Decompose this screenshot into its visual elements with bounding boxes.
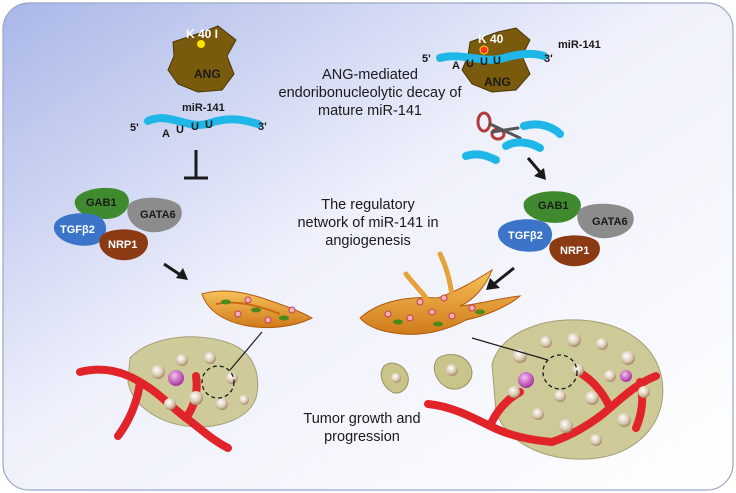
- factor-cluster-right: GAB1 GATA6 TGFβ2 NRP1: [497, 191, 634, 267]
- base-left-2: U: [191, 121, 199, 133]
- ang-label-left: ANG: [194, 67, 221, 81]
- caption-tumor-line-2: progression: [324, 429, 400, 445]
- mirna-bound-right: 5' 3' miR-141 A U U U: [422, 39, 601, 72]
- ang-label-right: ANG: [484, 75, 511, 89]
- base-left-1: U: [176, 124, 184, 136]
- site-label-left: K 40 I: [186, 27, 218, 41]
- caption-tumor: Tumor growth and progression: [262, 410, 462, 446]
- endothelial-cluster-left: [201, 290, 314, 329]
- arrow-right-down: [526, 157, 546, 180]
- zoom-circle-right: [542, 354, 578, 390]
- arrow-right-diag: [486, 266, 515, 290]
- zoom-circle-left: [201, 365, 235, 399]
- scattered-cells-right: [380, 354, 473, 394]
- mirna-intact-left: 5' 3' miR-141 A U U U: [130, 102, 267, 140]
- factor-left-gab1: GAB1: [86, 197, 117, 209]
- base-right-1: U: [466, 58, 474, 70]
- mirna-fragments: [462, 120, 564, 164]
- factor-left-gata6: GATA6: [140, 209, 176, 221]
- three-prime-left: 3': [258, 121, 267, 133]
- scissors-icon: [476, 111, 522, 141]
- arrow-left: [163, 262, 188, 280]
- caption-network-line-1: The regulatory: [321, 197, 415, 213]
- caption-tumor-line-1: Tumor growth and: [303, 411, 421, 427]
- mirna-name-left: miR-141: [182, 102, 225, 114]
- mirna-name-right: miR-141: [558, 39, 601, 51]
- ang-protein-left: K 40 I ANG: [167, 25, 237, 93]
- site-label-right: K 40: [478, 32, 504, 46]
- factor-right-gab1: GAB1: [538, 200, 569, 212]
- tumor-right: [424, 319, 664, 460]
- blood-vessel-right: [424, 370, 660, 446]
- caption-network-line-2: network of miR-141 in: [297, 215, 439, 231]
- base-left-0: A: [162, 128, 170, 140]
- k40-site-dot-left: [197, 40, 205, 48]
- factor-cluster-left: GAB1 GATA6 TGFβ2 NRP1: [53, 187, 182, 261]
- factor-right-tgfb2: TGFβ2: [508, 230, 543, 242]
- factor-right-nrp1: NRP1: [560, 245, 589, 257]
- five-prime-left: 5': [130, 122, 139, 134]
- caption-network: The regulatory network of miR-141 in ang…: [268, 196, 468, 250]
- factor-left-tgfb2: TGFβ2: [60, 224, 95, 236]
- caption-decay-line-3: mature miR-141: [318, 103, 422, 119]
- inhibition-symbol: [184, 150, 208, 180]
- tumor-left: [76, 331, 263, 452]
- caption-decay-line-2: endoribonucleolytic decay of: [278, 85, 462, 101]
- three-prime-right: 3': [544, 53, 553, 65]
- base-right-0: A: [452, 60, 460, 72]
- factor-right-gata6: GATA6: [592, 216, 628, 228]
- caption-network-line-3: angiogenesis: [325, 233, 411, 249]
- endothelial-network-right: [359, 251, 522, 335]
- factor-left-nrp1: NRP1: [108, 239, 137, 251]
- base-left-3: U: [205, 119, 213, 131]
- five-prime-right: 5': [422, 53, 431, 65]
- base-right-3: U: [493, 55, 501, 67]
- caption-decay: ANG-mediated endoribonucleolytic decay o…: [270, 66, 470, 120]
- base-right-2: U: [480, 56, 488, 68]
- caption-decay-line-1: ANG-mediated: [322, 67, 418, 83]
